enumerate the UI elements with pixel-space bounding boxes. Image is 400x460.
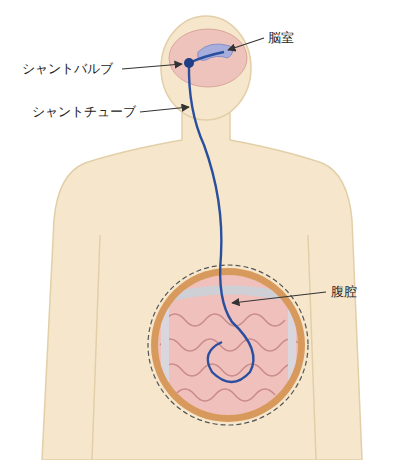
abdomen-outline xyxy=(148,265,308,425)
part-label: シャントチューブ xyxy=(32,104,136,120)
leader-line xyxy=(228,38,264,50)
part-label: シャントバルブ xyxy=(22,61,113,77)
body xyxy=(42,112,362,460)
shunt-tube xyxy=(189,52,253,382)
abdominal-wall xyxy=(151,268,305,422)
part-label: 脳室 xyxy=(268,30,294,46)
arm-line xyxy=(92,235,316,460)
head xyxy=(161,16,251,120)
leader-line xyxy=(122,64,182,69)
part-label: 腹腔 xyxy=(331,284,357,300)
brain xyxy=(169,29,247,87)
shunt-valve xyxy=(184,58,194,68)
leader-line xyxy=(232,292,326,303)
leader-line xyxy=(140,107,189,112)
intestines xyxy=(158,290,302,401)
